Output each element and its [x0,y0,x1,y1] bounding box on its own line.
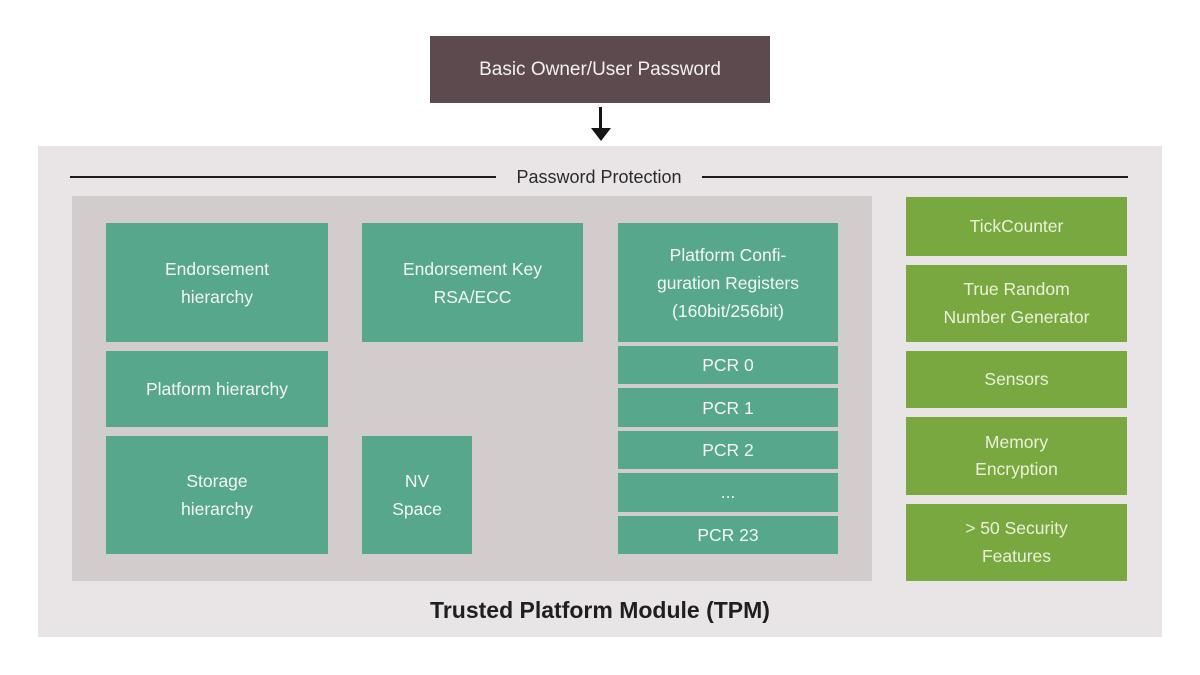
pcr-header: Platform Confi- guration Registers (160b… [618,223,838,342]
pcr-row-ellipsis: ... [618,473,838,512]
password-protection-label: Password Protection [516,166,682,187]
endorsement-hierarchy-box: Endorsement hierarchy [106,223,328,342]
basic-owner-user-password-box: Basic Owner/User Password [430,36,770,103]
platform-hierarchy-box: Platform hierarchy [106,351,328,427]
arrow-shaft [599,107,602,130]
diagram-title: Trusted Platform Module (TPM) [430,596,770,623]
password-protected-area: Endorsement hierarchy Endorsement Key RS… [72,196,872,581]
feature-box-tickcounter: TickCounter [906,197,1127,256]
feature-box-security-features: > 50 Security Features [906,504,1127,581]
endorsement-key-box: Endorsement Key RSA/ECC [362,223,583,342]
password-protection-header: Password Protection [70,164,1129,190]
pcr-row-0: PCR 0 [618,346,838,385]
feature-box-sensors: Sensors [906,351,1127,408]
header-line-left [70,176,497,178]
arrow-head [591,128,611,141]
pcr-register-stack: Platform Confi- guration Registers (160b… [618,223,838,555]
pcr-row-2: PCR 2 [618,430,838,470]
feature-box-memory-encryption: Memory Encryption [906,417,1127,495]
nv-space-box: NV Space [362,436,472,554]
feature-box-true-random-number-generator: True Random Number Generator [906,265,1127,342]
header-line-right [701,176,1129,178]
pcr-row-1: PCR 1 [618,388,838,427]
pcr-row-23: PCR 23 [618,515,838,555]
tpm-module-container: Password Protection Endorsement hierarch… [38,146,1162,637]
storage-hierarchy-box: Storage hierarchy [106,436,328,554]
